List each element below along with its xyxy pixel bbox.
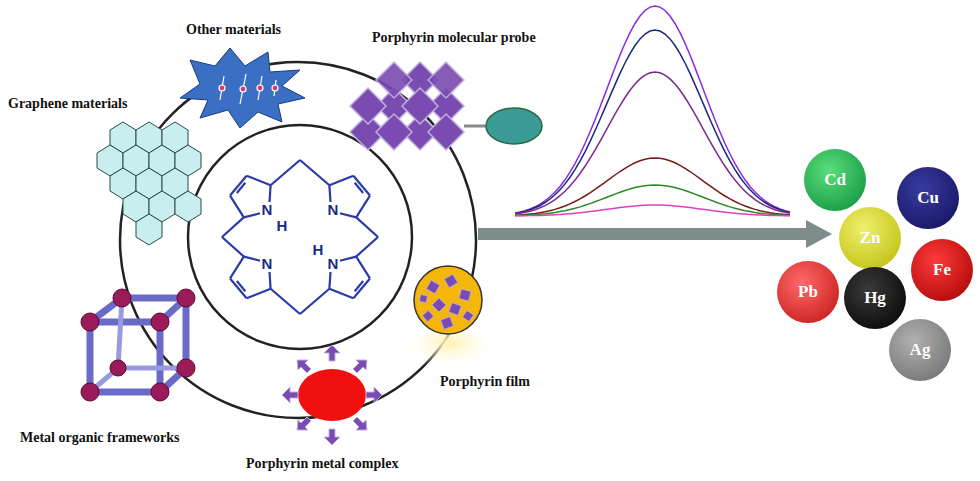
spectrum-curve — [515, 205, 790, 216]
bond — [230, 278, 247, 298]
bond — [353, 278, 370, 298]
bond — [237, 183, 245, 193]
metal-ion-ball: Hg — [844, 267, 906, 329]
other-materials-burst — [180, 48, 305, 128]
bond — [329, 176, 353, 186]
metal-ion-ball: Ag — [889, 319, 951, 381]
probe-reporter — [486, 108, 542, 144]
metal-symbol: Cu — [917, 188, 939, 208]
metal-symbol: Fe — [933, 260, 951, 280]
bond — [355, 281, 363, 291]
bond — [356, 217, 378, 237]
bond — [230, 257, 244, 279]
bond — [271, 289, 300, 314]
atom-label: N — [261, 202, 274, 218]
metal-ion-ball: Zn — [839, 207, 901, 269]
mof-cube — [81, 289, 195, 401]
atom-label: N — [327, 202, 340, 218]
spectrum-curve — [515, 158, 790, 215]
spectrum-curve — [515, 6, 790, 213]
metal-ion-ball: Cu — [897, 167, 959, 229]
bond — [329, 272, 330, 289]
output-arrow — [478, 220, 832, 248]
material-label: Porphyrin molecular probe — [372, 30, 536, 46]
material-label: Graphene materials — [8, 96, 127, 112]
metal-complex — [282, 345, 382, 445]
bond — [356, 196, 370, 218]
metal-symbol: Cd — [824, 170, 846, 190]
material-label: Other materials — [186, 22, 281, 38]
spectrum-curve — [515, 30, 790, 213]
inner-ring — [188, 125, 412, 349]
bond — [222, 237, 244, 257]
bond — [230, 196, 244, 218]
material-label: Metal organic frameworks — [20, 430, 179, 446]
spectrum-curve — [515, 72, 790, 214]
bond — [329, 185, 330, 202]
molecular-probe — [350, 62, 464, 150]
atom-label: N — [261, 256, 274, 272]
bond — [230, 176, 247, 196]
porphyrin-molecule — [222, 160, 378, 314]
bond — [271, 160, 300, 185]
bond — [353, 176, 370, 196]
metal-ion-ball: Fe — [911, 239, 973, 301]
spectrum-curves — [515, 6, 790, 216]
bond — [355, 183, 363, 193]
bond — [244, 213, 260, 217]
material-label: Porphyrin film — [440, 374, 530, 390]
bond — [244, 257, 260, 261]
bond — [356, 237, 378, 257]
atom-label: H — [312, 242, 325, 258]
atom-label: N — [327, 256, 340, 272]
bond — [356, 257, 370, 279]
metal-symbol: Pb — [798, 282, 818, 302]
bond — [300, 160, 329, 185]
bond — [340, 213, 356, 217]
spectrum-curve — [515, 185, 790, 216]
metal-symbol: Hg — [864, 288, 886, 308]
bond — [270, 185, 271, 202]
metal-symbol: Ag — [910, 340, 931, 360]
metal-ion-ball: Pb — [777, 261, 839, 323]
bond — [247, 176, 271, 186]
metal-ion-ball: Cd — [804, 149, 866, 211]
bond — [222, 217, 244, 237]
bond — [270, 272, 271, 289]
bond — [300, 289, 329, 314]
bond — [329, 289, 353, 299]
metal-symbol: Zn — [860, 228, 881, 248]
bond — [340, 257, 356, 261]
graphene-sheet — [97, 122, 201, 245]
probe-linker — [464, 125, 488, 128]
bond — [237, 281, 245, 291]
material-label: Porphyrin metal complex — [246, 456, 398, 472]
porphyrin-film — [408, 266, 492, 374]
bond — [247, 289, 271, 299]
atom-label: H — [276, 218, 289, 234]
